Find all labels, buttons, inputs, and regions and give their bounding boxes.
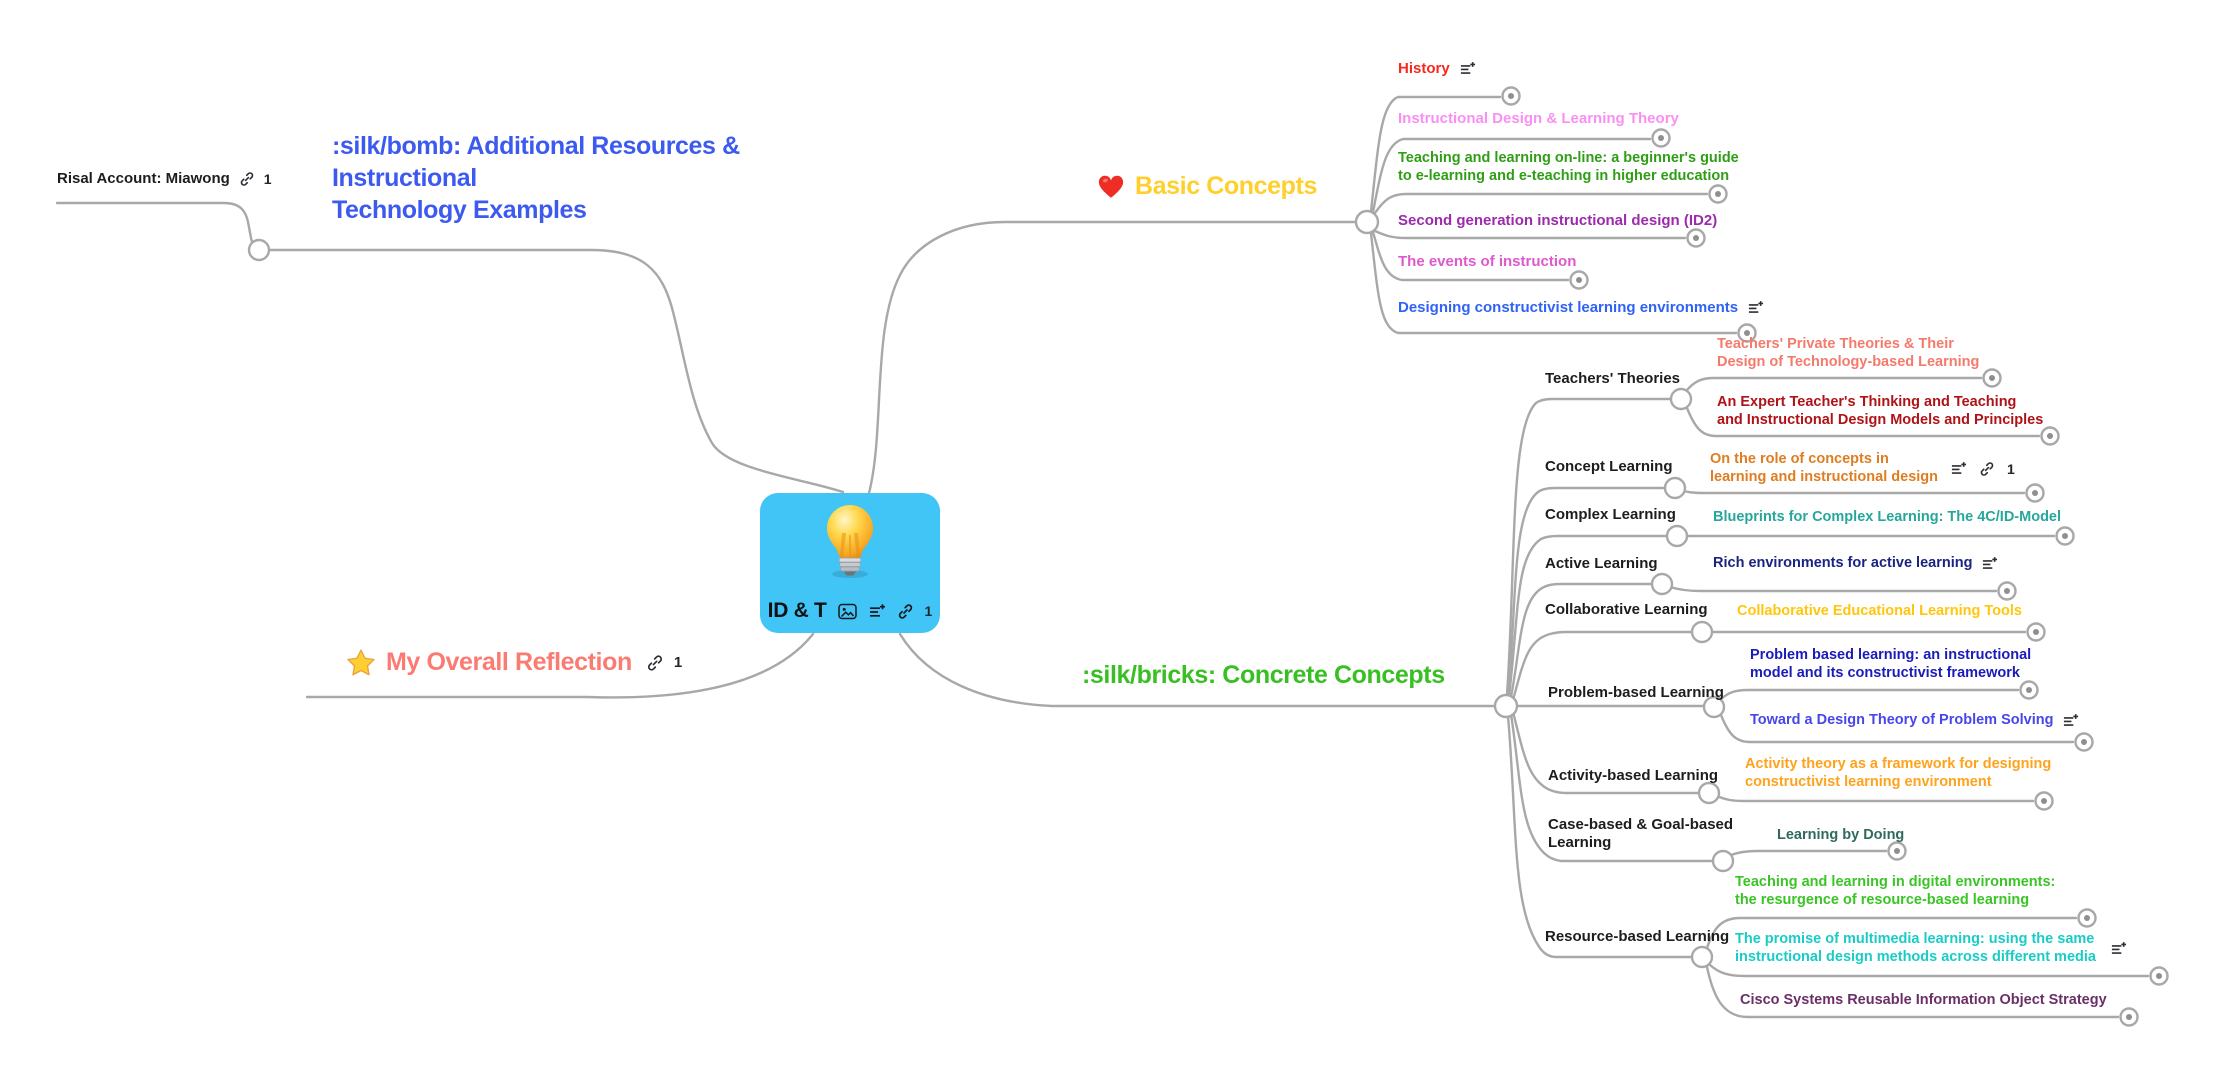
topic-complex-learning[interactable]: Complex Learning [1545,506,1676,523]
topic-expert-teachers-thinking[interactable]: An Expert Teacher's Thinking and Teachin… [1717,394,2044,428]
star-emoji [346,648,376,677]
topic-resource-based-learning[interactable]: Resource-based Learning [1545,928,1730,945]
topic-toward-design-theory[interactable]: Toward a Design Theory of Problem Solvin… [1750,712,2079,730]
topic-activity-theory[interactable]: Activity theory as a framework for desig… [1745,756,2052,790]
lightbulb-emoji [824,503,876,583]
topic-risal-account-label: Risal Account: Miawong [57,170,230,187]
topic-blueprints-4cid[interactable]: Blueprints for Complex Learning: The 4C/… [1713,509,2062,525]
topic-teachers-private-theories[interactable]: Teachers' Private Theories & Their Desig… [1717,336,1980,370]
topic-basic-concepts[interactable]: Basic Concepts [1097,172,1317,201]
topic-rich-environments[interactable]: Rich environments for active learning [1713,555,1998,573]
topic-id-learning-theory[interactable]: Instructional Design & Learning Theory [1398,110,1679,127]
link-icon[interactable] [646,654,664,672]
root-topic-title: ID & T [767,599,827,622]
topic-my-overall-reflection[interactable]: My Overall Reflection 1 [346,648,682,677]
topic-designing-constructivist[interactable]: Designing constructivist learning enviro… [1398,299,1764,316]
link-icon[interactable] [239,171,255,187]
note-icon[interactable] [1459,61,1476,77]
topic-concept-learning[interactable]: Concept Learning [1545,458,1673,475]
note-icon[interactable] [868,603,886,620]
topic-collaborative-learning[interactable]: Collaborative Learning [1545,601,1708,618]
topic-cisco-rio-strategy[interactable]: Cisco Systems Reusable Information Objec… [1740,992,2107,1008]
topic-events-of-instruction[interactable]: The events of instruction [1398,253,1577,270]
topic-history-label: History [1398,60,1450,77]
topic-history[interactable]: History [1398,60,1476,77]
image-icon[interactable] [837,603,857,620]
topic-teaching-online[interactable]: Teaching and learning on-line: a beginne… [1398,150,1739,184]
topic-concrete-concepts[interactable]: :silk/bricks: Concrete Concepts [1082,661,1445,689]
topic-collaborative-tools[interactable]: Collaborative Educational Learning Tools [1737,603,2022,619]
topic-additional-resources[interactable]: :silk/bomb: Additional Resources & Instr… [332,132,740,224]
link-icon[interactable] [897,603,914,620]
topic-designing-constructivist-label: Designing constructivist learning enviro… [1398,299,1739,316]
topic-teaching-digital-environments[interactable]: Teaching and learning in digital environ… [1735,874,2056,908]
topic-my-overall-reflection-label: My Overall Reflection [386,648,632,676]
note-icon[interactable] [2110,941,2127,957]
topic-learning-by-doing[interactable]: Learning by Doing [1777,827,1905,843]
leaf-end-markers[interactable] [1501,86,2169,1027]
link-count: 1 [2007,460,2015,477]
topic-case-goal-based-learning[interactable]: Case-based & Goal-based Learning [1548,816,1734,851]
root-link-count: 1 [924,603,933,619]
topic-teachers-theories[interactable]: Teachers' Theories [1545,370,1681,387]
topic-pbl-instructional-model[interactable]: Problem based learning: an instructional… [1750,647,2032,681]
note-icon[interactable] [1747,300,1764,316]
topic-second-generation-id[interactable]: Second generation instructional design (… [1398,212,1718,229]
link-count: 1 [673,654,683,671]
branch-connectors [55,95,2150,1019]
link-icon[interactable] [1979,461,1995,477]
junction-circles[interactable] [247,209,1735,969]
topic-problem-based-learning[interactable]: Problem-based Learning [1548,684,1724,701]
topic-risal-account[interactable]: Risal Account: Miawong 1 [57,170,272,187]
topic-promise-of-multimedia[interactable]: The promise of multimedia learning: usin… [1735,931,2127,966]
heart-emoji [1097,174,1125,200]
topic-basic-concepts-label: Basic Concepts [1135,172,1317,200]
note-icon[interactable] [1981,556,1998,572]
root-topic[interactable]: ID & T 1 [760,493,940,633]
note-icon[interactable] [2062,713,2079,729]
topic-activity-based-learning[interactable]: Activity-based Learning [1548,767,1719,784]
topic-role-of-concepts[interactable]: On the role of concepts in learning and … [1710,451,2015,485]
topic-active-learning[interactable]: Active Learning [1545,555,1658,572]
note-icon[interactable] [1950,461,1967,477]
link-count: 1 [263,170,272,187]
